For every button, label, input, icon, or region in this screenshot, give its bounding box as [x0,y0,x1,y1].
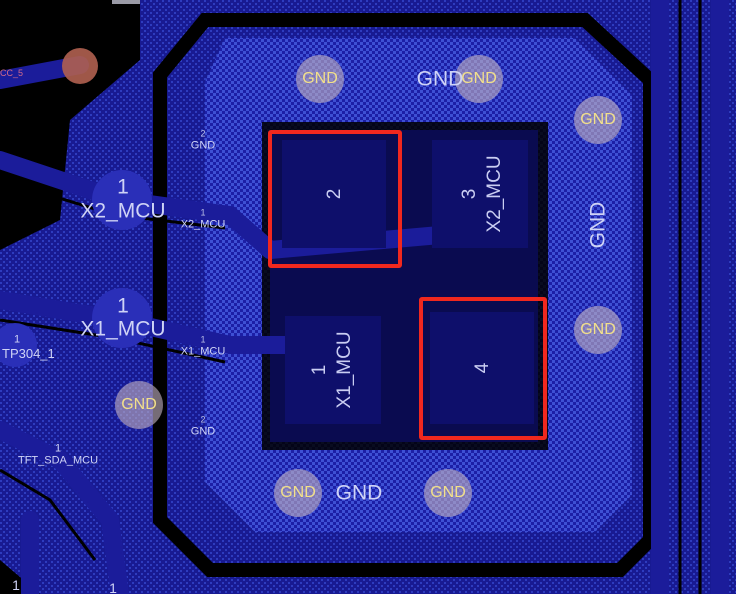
gnd-small-top: GND [190,139,216,152]
pad-4-number: 4 [472,362,493,374]
tft-pin: 1 [54,442,62,455]
isolation-ring [153,13,657,577]
pad-4[interactable] [430,312,534,424]
gnd-small-bot-pin: 2 [200,414,206,425]
pad-3[interactable] [432,140,528,248]
pad-2[interactable] [282,140,386,248]
tft-label: TFT_SDA_MCU [17,454,99,467]
x1-small-pin: 1 [200,334,206,345]
pad-1[interactable] [285,316,381,424]
gnd-net-label-right: GND [586,201,610,249]
pad-1-pin: 1 [309,364,330,376]
gnd-via-4[interactable]: GND [574,306,622,354]
gnd-via-6[interactable]: GND [274,469,322,517]
trace-gaps [0,0,700,594]
gnd-via-2[interactable]: GND [455,55,503,103]
pad-2-selection [268,130,402,268]
gnd-net-label-top: GND [416,67,464,91]
pad-3-pin: 3 [459,188,480,200]
pad-3-name: X2_MCU [484,155,505,233]
pad-2-number: 2 [324,188,345,200]
x2-small-pin: 1 [200,207,206,218]
x1-pin-label: 1 [117,294,129,318]
bottom-pin-b: 1 [109,580,117,594]
x1-small-name: X1_MCU [180,345,226,358]
x1-net-label: X1_MCU [80,317,166,341]
gnd-net-label-bottom: GND [335,481,383,505]
gnd-via-3[interactable]: GND [574,96,622,144]
x1-left-pad [92,288,152,348]
gnd-via-1[interactable]: GND [296,55,344,103]
tp304-pad [0,323,37,367]
vcc-via [62,48,98,84]
gnd-via-7[interactable]: GND [424,469,472,517]
x2-left-pad [92,170,152,230]
gnd-via-5[interactable]: GND [115,381,163,429]
pad-4-selection [419,297,547,440]
gnd-small-top-pin: 2 [200,128,206,139]
x2-small-name: X2_MCU [180,218,226,231]
tp304-pin: 1 [13,333,21,346]
x2-net-label: X2_MCU [80,199,166,223]
tp304-label: TP304_1 [2,346,55,361]
pad-1-name: X1_MCU [334,331,355,409]
x2-pin-label: 1 [117,175,129,199]
bottom-pin-a: 1 [12,577,20,593]
vcc-label: VCC_5 [0,68,24,78]
gnd-small-bot: GND [190,425,216,438]
